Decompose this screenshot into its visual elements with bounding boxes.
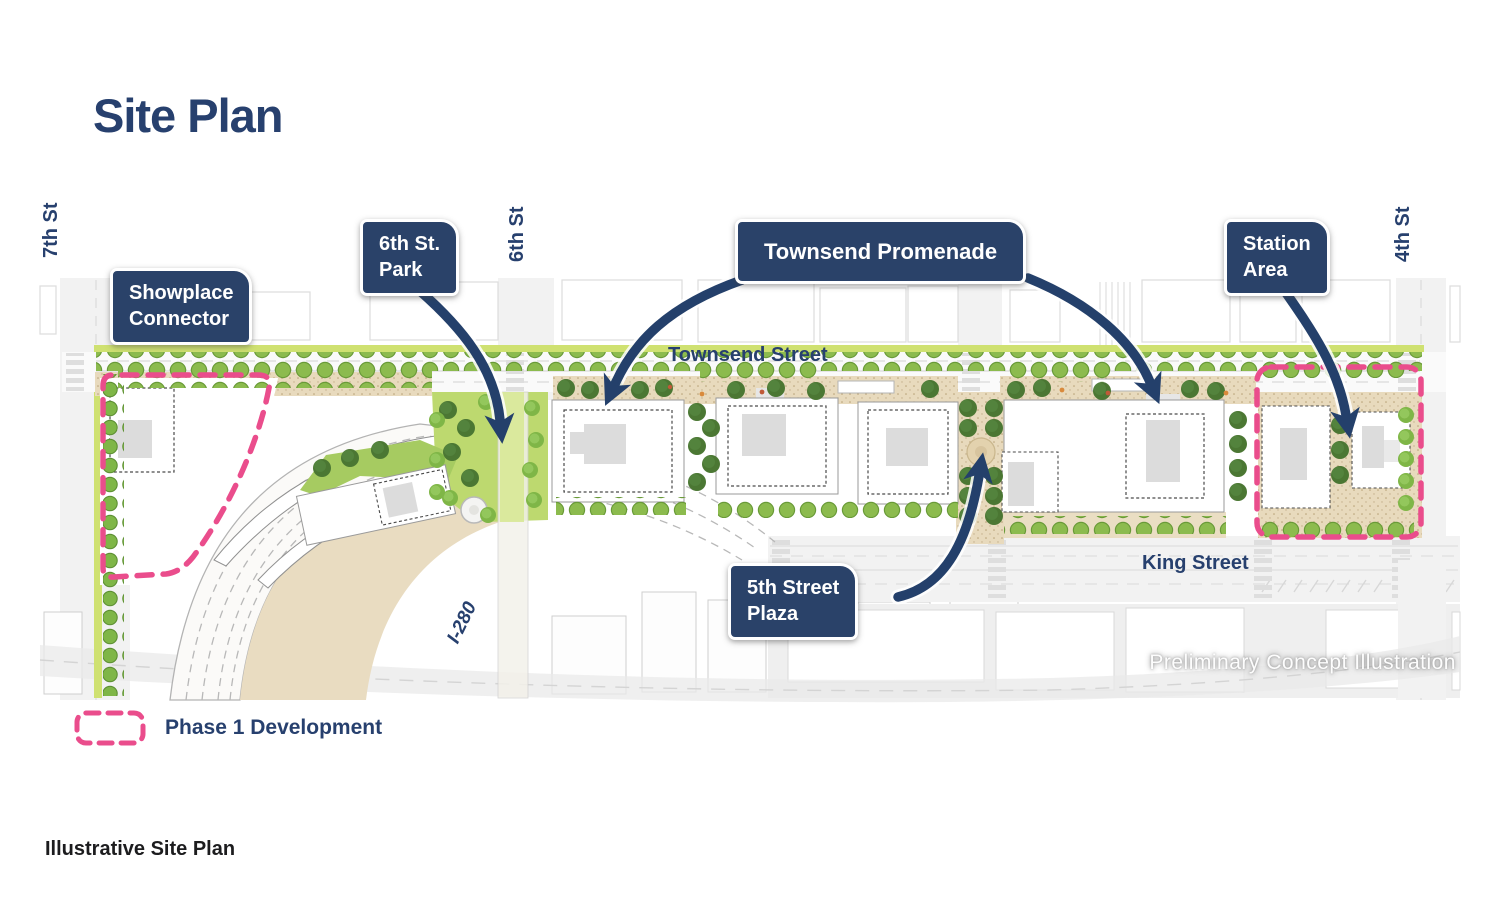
callout-station-area: Station Area bbox=[1224, 219, 1330, 296]
callout-townsend-promenade: Townsend Promenade bbox=[735, 219, 1027, 285]
callout-showplace-connector: Showplace Connector bbox=[110, 268, 253, 345]
street-label-4th: 4th St bbox=[1392, 206, 1414, 262]
phase1-dashed-swatch-icon bbox=[74, 710, 146, 746]
arrow-5th-street-plaza bbox=[893, 452, 993, 602]
callout-6th-st-park: 6th St. Park bbox=[360, 219, 460, 296]
building-rotated bbox=[295, 464, 457, 546]
building-d bbox=[715, 388, 839, 495]
pink-boundary-showplace bbox=[100, 372, 273, 580]
arrow-station-area bbox=[1279, 285, 1360, 439]
street-label-6th: 6th St bbox=[506, 206, 528, 262]
legend-phase1-label: Phase 1 Development bbox=[165, 716, 383, 739]
building-c bbox=[551, 399, 685, 503]
arrow-6th-st-park bbox=[415, 286, 515, 444]
street-label-townsend: Townsend Street bbox=[668, 344, 828, 366]
i280-freeway bbox=[39, 636, 1461, 703]
building-station-east bbox=[1351, 411, 1411, 489]
street-label-king: King Street bbox=[1142, 552, 1249, 574]
watermark: Preliminary Concept Illustration bbox=[1149, 651, 1456, 674]
page-title: Site Plan bbox=[93, 89, 284, 142]
callout-arrows bbox=[412, 270, 1360, 605]
buildings bbox=[100, 378, 1411, 585]
building-f bbox=[1001, 394, 1225, 513]
arrow-promenade-east bbox=[1023, 273, 1162, 405]
building-e bbox=[857, 401, 959, 505]
street-trees bbox=[96, 352, 1422, 696]
street-label-7th: 7th St bbox=[40, 202, 62, 258]
arrow-promenade-west bbox=[603, 275, 747, 406]
caption: Illustrative Site Plan bbox=[45, 838, 236, 860]
building-station-west bbox=[1261, 405, 1331, 509]
legend-phase1: Phase 1 Development bbox=[73, 709, 382, 747]
callout-5th-street-plaza: 5th Street Plaza bbox=[728, 563, 859, 640]
